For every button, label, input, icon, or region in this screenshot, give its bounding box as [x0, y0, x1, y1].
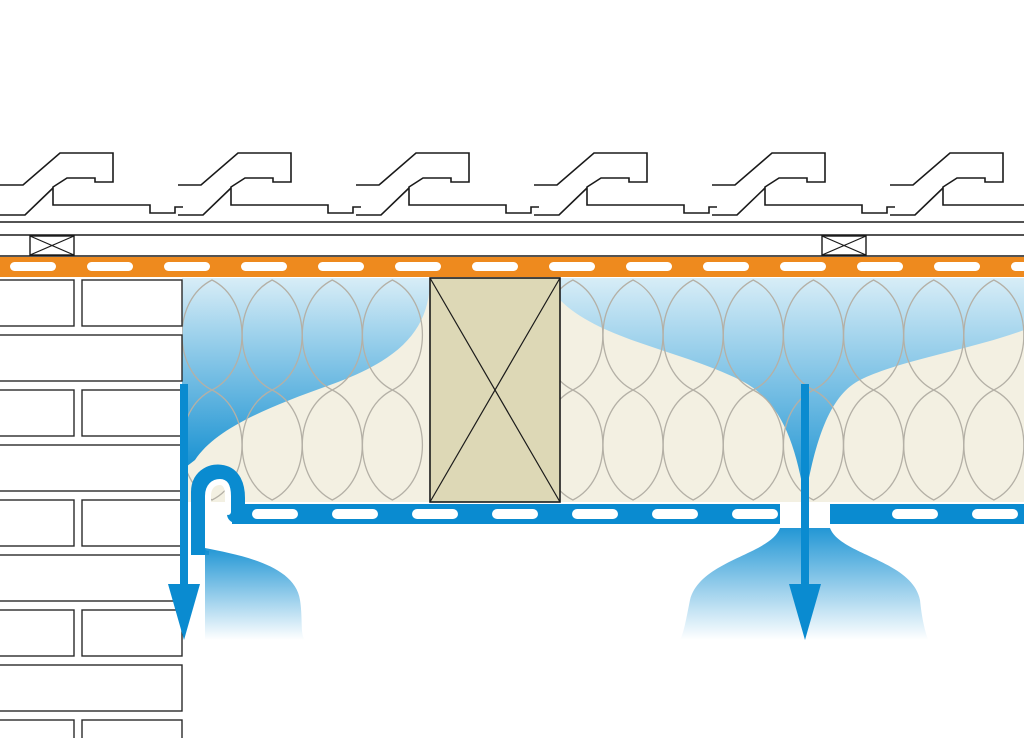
moisture-arrow-icon — [789, 584, 821, 640]
insulation-lobe — [301, 279, 363, 501]
insulation-lobe — [903, 279, 965, 501]
membrane-dash — [241, 262, 287, 271]
insulation-lobe — [782, 279, 844, 501]
tile-base-lines — [0, 221, 1024, 257]
moisture-arrow-right — [789, 384, 821, 640]
moisture-arrow-icon — [168, 584, 200, 640]
membrane-dash — [934, 262, 980, 271]
membrane-dash — [626, 262, 672, 271]
insulation-lobe — [662, 279, 724, 501]
brick — [0, 444, 183, 492]
roof-tile — [356, 152, 539, 214]
brick — [0, 719, 75, 738]
batten-cross-icon — [29, 235, 75, 256]
brick — [81, 389, 183, 437]
insulation-lobe — [963, 279, 1024, 501]
membrane-dash — [164, 262, 210, 271]
roof-tile — [534, 152, 717, 214]
brick — [81, 609, 183, 657]
rafter — [429, 277, 561, 503]
vcl-dash — [972, 509, 1018, 519]
insulation-layer — [182, 278, 1024, 502]
batten-cross-icon — [821, 235, 867, 256]
brick — [0, 664, 183, 712]
vapour-control-layer — [191, 464, 1024, 555]
brick — [81, 499, 183, 547]
insulation-lobe — [602, 279, 664, 501]
moisture-drop-left — [205, 548, 305, 640]
roof-tile — [712, 152, 895, 214]
roof-tile — [178, 152, 361, 214]
breather-membrane — [0, 257, 1024, 277]
vcl-dash — [332, 509, 378, 519]
moisture-zone-right — [560, 278, 1024, 500]
roof-tile — [0, 152, 183, 214]
roof-tiles — [0, 152, 1024, 216]
vcl-dash — [412, 509, 458, 519]
insulation-lobe — [241, 279, 303, 501]
insulation-lobe — [843, 279, 905, 501]
brick — [0, 609, 75, 657]
roof-tile — [890, 152, 1024, 206]
brick — [0, 554, 183, 602]
vcl-dash — [652, 509, 698, 519]
insulation-lobe — [361, 279, 423, 501]
membrane-dash — [703, 262, 749, 271]
brick — [0, 334, 183, 382]
vcl-dash — [492, 509, 538, 519]
brick — [0, 389, 75, 437]
brick — [81, 279, 183, 327]
membrane-dash — [472, 262, 518, 271]
brick — [0, 499, 75, 547]
membrane-dash — [549, 262, 595, 271]
insulation-lobe — [722, 279, 784, 501]
battens — [29, 235, 867, 256]
vcl-dash — [732, 509, 778, 519]
vcl-dash — [252, 509, 298, 519]
brick — [81, 719, 183, 738]
rafter-cross-icon — [429, 277, 561, 503]
vcl-dash — [572, 509, 618, 519]
membrane-dash — [318, 262, 364, 271]
vcl-wall-lap — [191, 464, 246, 555]
vcl-dash — [892, 509, 938, 519]
brick — [0, 279, 75, 327]
membrane-dash — [395, 262, 441, 271]
membrane-dash — [87, 262, 133, 271]
brick-wall — [0, 278, 183, 738]
membrane-dash — [10, 262, 56, 271]
moisture-arrow-left — [168, 384, 200, 640]
membrane-dash — [857, 262, 903, 271]
membrane-dash — [780, 262, 826, 271]
membrane-dash — [1011, 262, 1024, 271]
moisture-zone-left — [182, 278, 430, 470]
